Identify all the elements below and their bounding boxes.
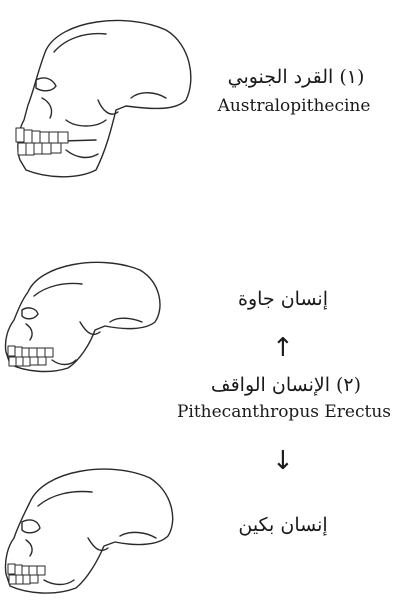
- arrow-down-icon: ↓: [272, 448, 294, 474]
- peking-man-arabic-label: إنسان بكين: [188, 516, 378, 535]
- java-man-arabic-label: إنسان جاوة: [188, 290, 378, 309]
- australopithecine-skull-icon: [6, 10, 196, 185]
- pithecanthropus-latin-label: Pithecanthropus Erectus: [164, 404, 404, 421]
- java-man-skull-icon: [0, 252, 170, 382]
- pithecanthropus-arabic-label: (٢) الإنسان الواقف: [172, 376, 400, 395]
- australopithecine-latin-label: Australopithecine: [188, 98, 400, 115]
- arrow-up-icon: ↑: [272, 335, 294, 361]
- australopithecine-arabic-label: (١) القرد الجنوبي: [198, 68, 394, 87]
- peking-man-skull-icon: [0, 460, 180, 600]
